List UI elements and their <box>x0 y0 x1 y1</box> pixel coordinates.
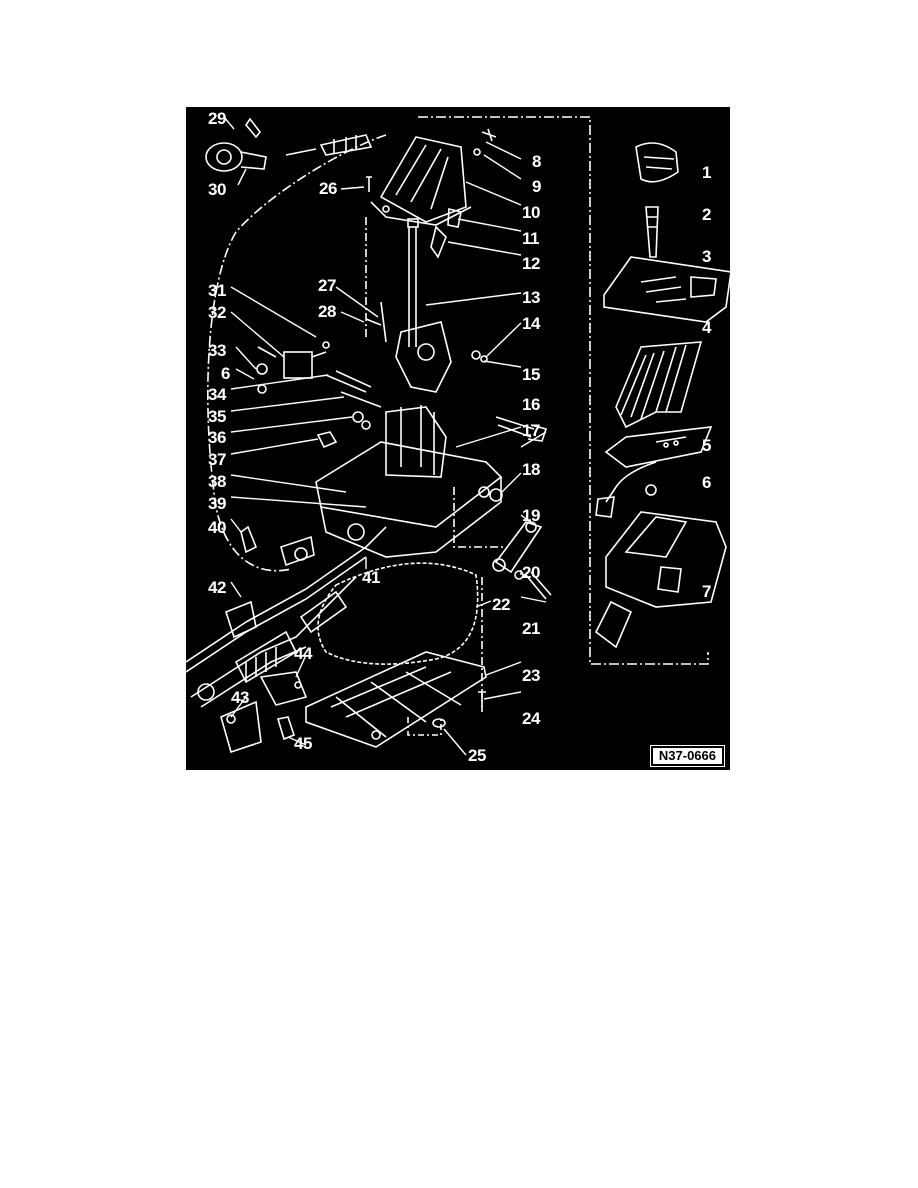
part-label-27: 27 <box>318 276 336 295</box>
indicator-lamp-5 <box>604 426 713 468</box>
gasket-22 <box>317 562 479 665</box>
selector-cable-42 <box>186 526 387 673</box>
part-label-14: 14 <box>522 314 540 333</box>
part-label-37: 37 <box>208 450 226 469</box>
part-label-3: 3 <box>702 247 711 266</box>
ignition-lock-cylinder <box>205 117 373 172</box>
part-label-19: 19 <box>522 506 540 525</box>
selector-lever-13 <box>395 218 452 393</box>
part-label-32: 32 <box>208 303 226 322</box>
spring-35 <box>340 391 382 408</box>
console-trim-7 <box>594 511 727 649</box>
assembly-boundary-line <box>418 116 709 665</box>
cable-bracket-43 <box>220 700 262 754</box>
part-label-21: 21 <box>522 619 540 638</box>
bushing-14 <box>471 350 481 360</box>
part-label-34: 34 <box>208 385 226 404</box>
plug-25 <box>432 718 446 728</box>
part-label-10: 10 <box>522 203 540 222</box>
part-label-2: 2 <box>702 205 711 224</box>
position-indicator-3 <box>603 256 730 323</box>
diagram-artwork <box>186 116 730 756</box>
part-label-7: 7 <box>702 582 711 601</box>
leader-lines <box>223 116 547 756</box>
part-label-17: 17 <box>522 421 540 440</box>
shift-cable-assembly <box>190 576 357 708</box>
part-label-5: 5 <box>702 436 711 455</box>
washer-36b <box>361 420 371 430</box>
bulb-6 <box>645 484 657 496</box>
part-label-26: 26 <box>319 179 337 198</box>
figure-reference-code: N37-0666 <box>649 745 726 767</box>
part-label-44: 44 <box>294 644 312 663</box>
part-label-28: 28 <box>318 302 336 321</box>
part-label-6: 6 <box>702 473 711 492</box>
part-label-11: 11 <box>522 229 539 248</box>
part-label-20: 20 <box>522 563 540 582</box>
part-label-22: 22 <box>492 595 510 614</box>
nut-37 <box>316 431 338 449</box>
screw-24 <box>478 691 486 712</box>
part-label-38: 38 <box>208 472 226 491</box>
part-label-9: 9 <box>532 177 541 196</box>
part-label-33: 33 <box>208 341 226 360</box>
part-label-43: 43 <box>231 688 249 707</box>
cable-bracket-44 <box>259 671 308 706</box>
selector-knob-1 <box>635 142 679 183</box>
lever-sleeve-2 <box>645 206 659 258</box>
pin-27 <box>380 301 387 343</box>
exploded-parts-diagram: 29 30 8 9 10 11 12 26 13 27 28 14 15 31 … <box>186 107 730 770</box>
part-label-45: 45 <box>294 734 312 753</box>
selector-housing-16 <box>315 405 503 558</box>
part-label-42: 42 <box>208 578 226 597</box>
guide-line-19 <box>453 487 506 548</box>
part-label-15: 15 <box>522 365 540 384</box>
wire-harness <box>595 461 657 518</box>
part-label-31: 31 <box>208 281 226 300</box>
part-label-24: 24 <box>522 709 540 728</box>
part-label-1: 1 <box>702 163 711 182</box>
part-label-30: 30 <box>208 180 226 199</box>
part-label-8: 8 <box>532 152 541 171</box>
part-label-36: 36 <box>208 428 226 447</box>
washer-9 <box>473 148 481 156</box>
part-label-18: 18 <box>522 460 540 479</box>
part-label-35: 35 <box>208 407 226 426</box>
cover-strip-4 <box>615 341 703 429</box>
part-label-13: 13 <box>522 288 540 307</box>
part-label-12: 12 <box>522 254 540 273</box>
part-label-25: 25 <box>468 746 486 765</box>
pin-34 <box>325 370 372 393</box>
part-label-39: 39 <box>208 494 226 513</box>
part-label-4: 4 <box>702 318 711 337</box>
part-label-23: 23 <box>522 666 540 685</box>
clip-40 <box>240 525 258 554</box>
shift-gate-cover <box>370 136 472 226</box>
cable-route-line <box>207 134 387 572</box>
shift-lock-solenoid <box>256 341 330 394</box>
screw-26 <box>366 176 372 192</box>
bolt-17 <box>495 416 548 442</box>
screw-28 <box>365 318 382 326</box>
clip-45 <box>276 716 295 741</box>
clip-12 <box>430 225 447 259</box>
nut-18 <box>489 488 503 502</box>
base-plate-23 <box>305 651 487 748</box>
bolt-8 <box>481 128 497 142</box>
clip-11 <box>447 207 462 228</box>
bolt-21 <box>525 571 552 600</box>
part-label-41: 41 <box>362 568 380 587</box>
washer-36 <box>352 411 364 423</box>
bushing-15 <box>480 355 488 363</box>
part-label-40: 40 <box>208 518 226 537</box>
part-label-6b: 6 <box>221 364 230 383</box>
part-label-16: 16 <box>522 395 540 414</box>
part-label-29: 29 <box>208 109 226 128</box>
washer-20 <box>514 570 524 580</box>
